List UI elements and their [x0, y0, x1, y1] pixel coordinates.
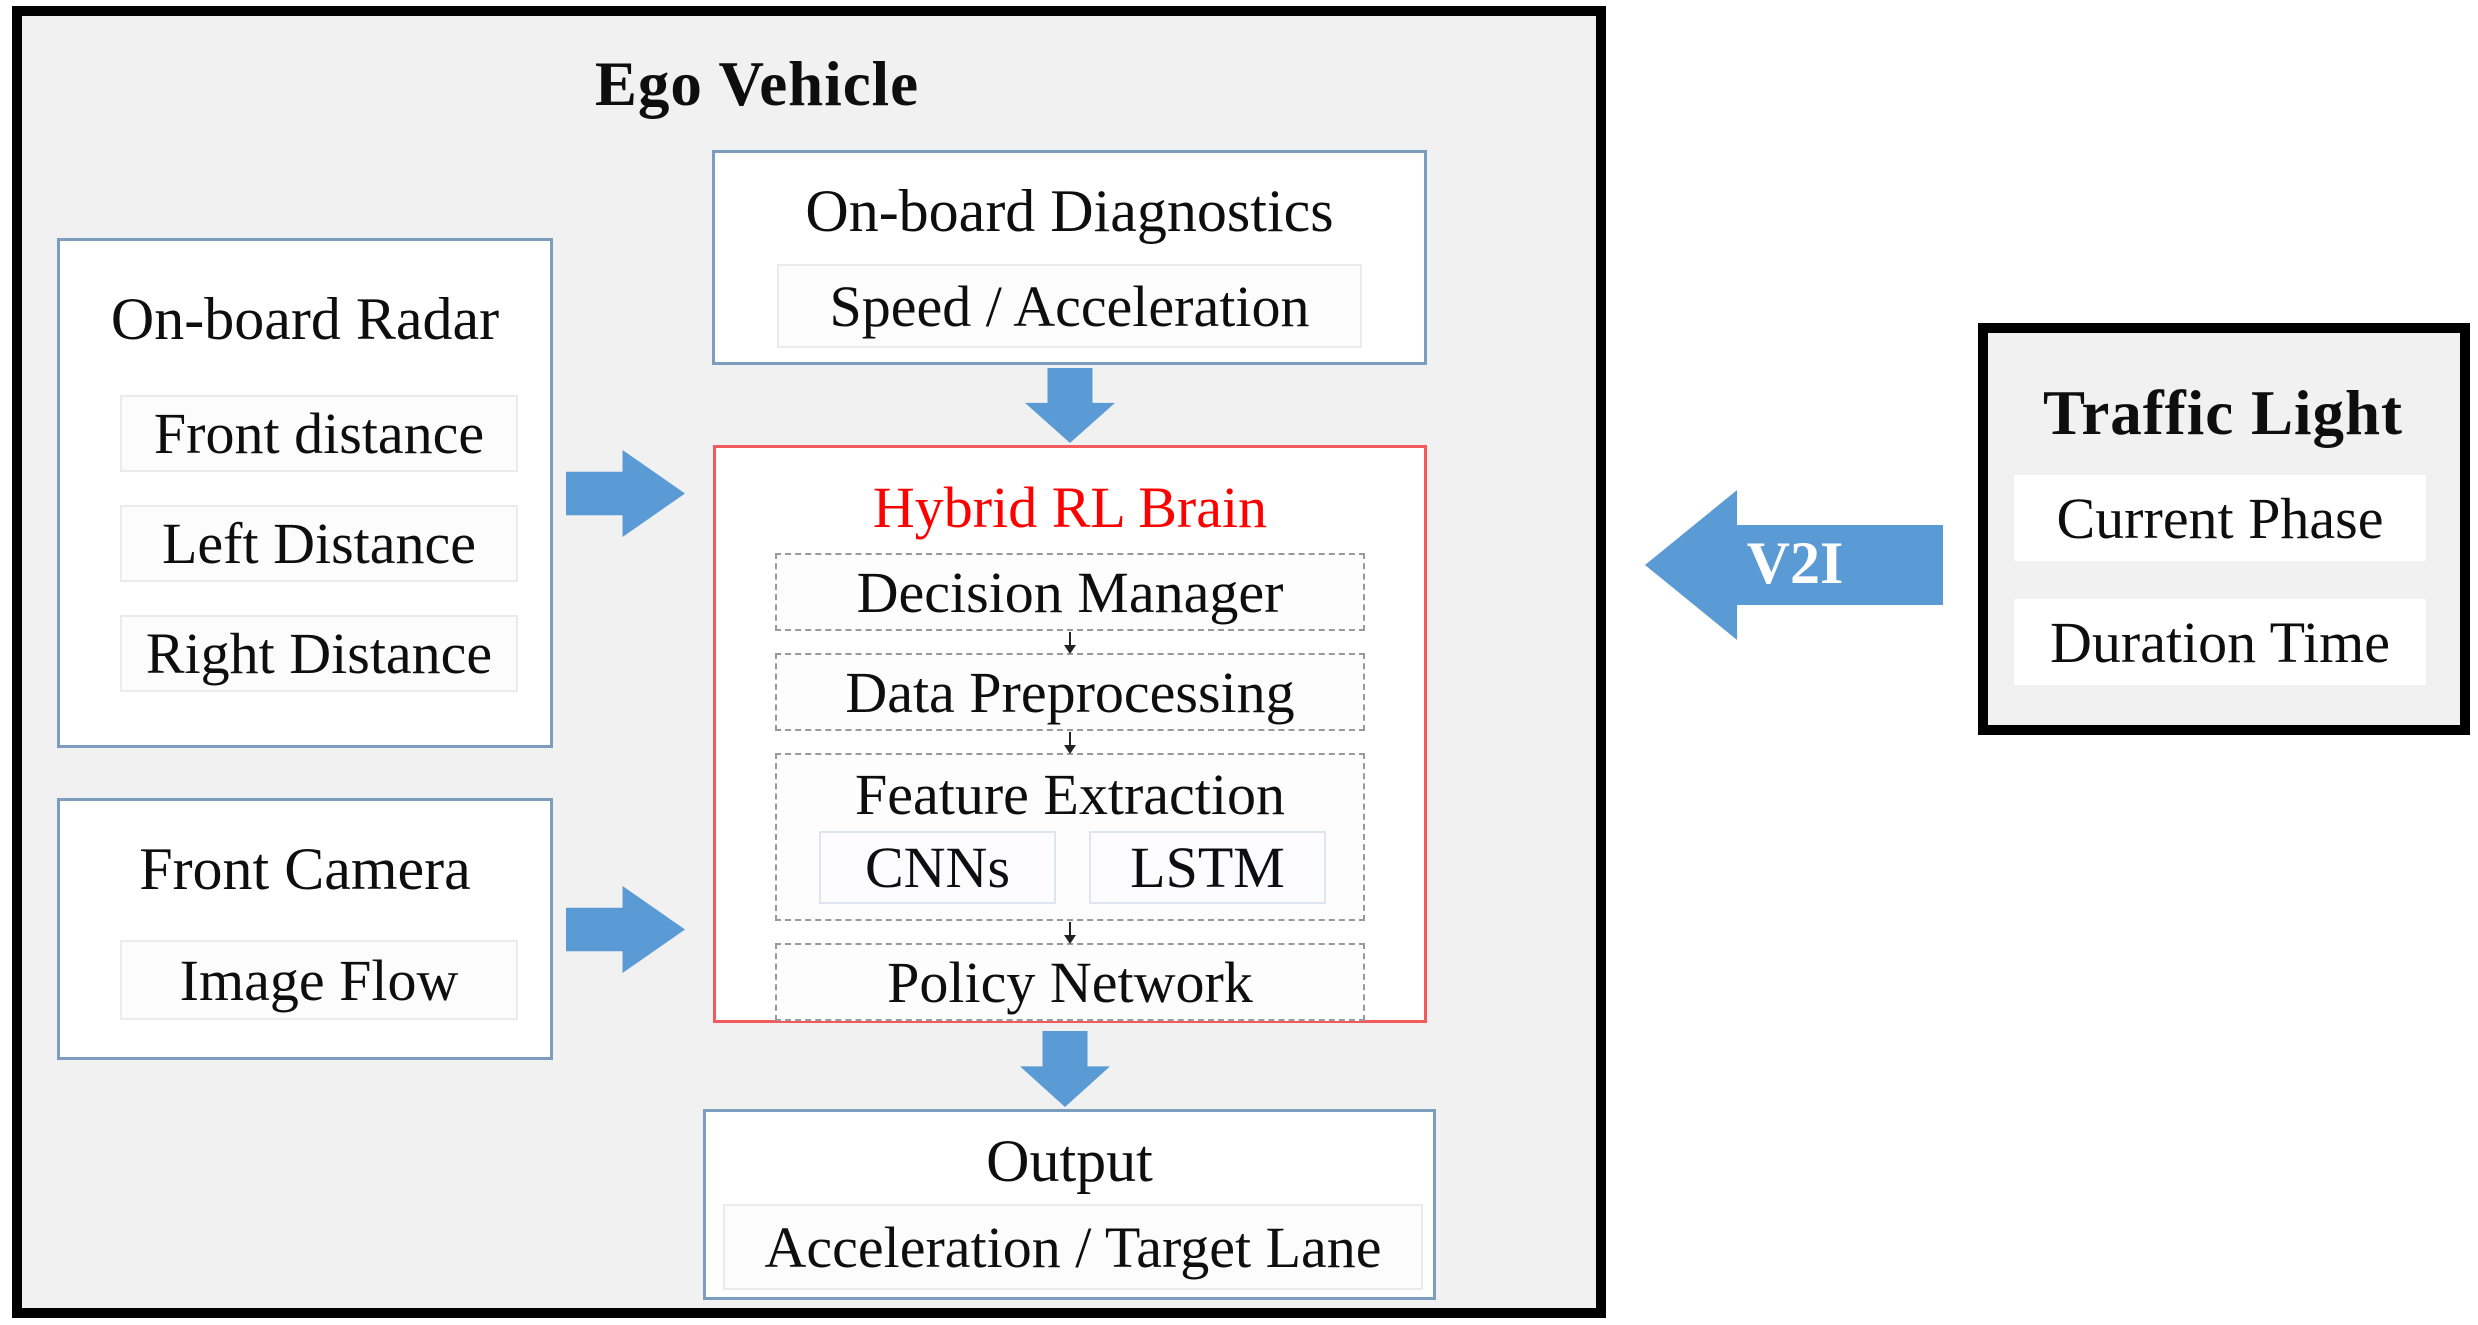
onboard-radar-box: On-board Radar Front distance Left Dista…: [57, 238, 553, 748]
policy-network-module: Policy Network: [775, 943, 1365, 1021]
left-distance-item: Left Distance: [120, 505, 518, 582]
preprocessing-to-feature-arrow-icon: [1063, 732, 1077, 754]
right-distance-item: Right Distance: [120, 615, 518, 692]
onboard-radar-title: On-board Radar: [110, 285, 500, 352]
lstm-submodule: LSTM: [1089, 831, 1326, 904]
output-box: Output Acceleration / Target Lane: [703, 1109, 1436, 1300]
decision-manager-module: Decision Manager: [775, 553, 1365, 631]
front-camera-title: Front Camera: [139, 835, 471, 902]
acceleration-target-lane-item: Acceleration / Target Lane: [723, 1204, 1423, 1290]
duration-time-item: Duration Time: [2014, 599, 2426, 685]
hybrid-rl-brain-title: Hybrid RL Brain: [872, 474, 1268, 540]
feature-extraction-module: Feature Extraction CNNs LSTM: [775, 753, 1365, 921]
traffic-light-title: Traffic Light: [2042, 377, 2404, 448]
onboard-diagnostics-box: On-board Diagnostics Speed / Acceleratio…: [712, 150, 1427, 365]
output-title: Output: [986, 1127, 1153, 1194]
v2i-label: V2I: [1746, 529, 1844, 596]
decision-to-preprocessing-arrow-icon: [1063, 632, 1077, 654]
data-preprocessing-module: Data Preprocessing: [775, 653, 1365, 731]
feature-to-policy-arrow-icon: [1063, 922, 1077, 944]
cnns-submodule: CNNs: [819, 831, 1056, 904]
front-camera-box: Front Camera Image Flow: [57, 798, 553, 1060]
ego-vehicle-frame: Ego Vehicle On-board Diagnostics Speed /…: [12, 6, 1606, 1318]
current-phase-item: Current Phase: [2014, 475, 2426, 561]
image-flow-item: Image Flow: [120, 940, 518, 1020]
onboard-diagnostics-title: On-board Diagnostics: [805, 177, 1334, 244]
front-distance-item: Front distance: [120, 395, 518, 472]
ego-vehicle-title: Ego Vehicle: [594, 48, 920, 119]
traffic-light-frame: Traffic Light Current Phase Duration Tim…: [1978, 323, 2470, 735]
hybrid-rl-brain-box: Hybrid RL Brain Decision Manager Data Pr…: [713, 445, 1427, 1023]
feature-extraction-title: Feature Extraction: [855, 761, 1285, 827]
speed-acceleration-item: Speed / Acceleration: [777, 264, 1362, 348]
